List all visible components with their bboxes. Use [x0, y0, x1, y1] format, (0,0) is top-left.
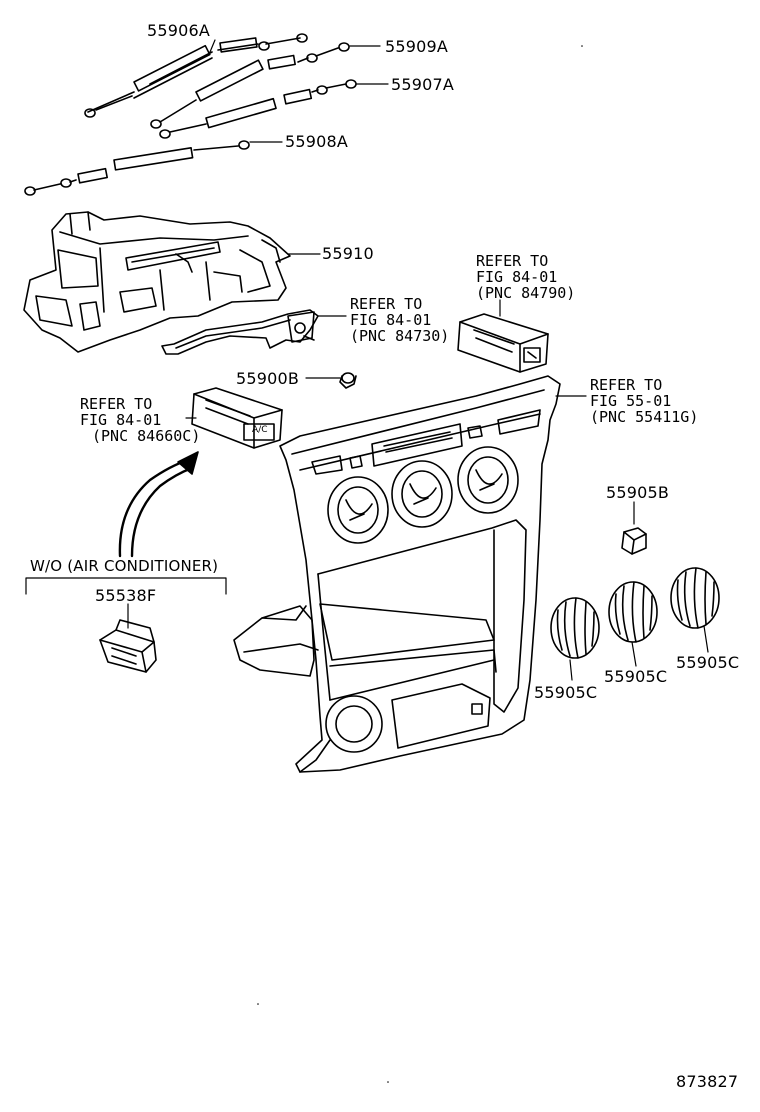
reference-note-84730: REFER TO FIG 84-01 (PNC 84730) — [350, 296, 449, 344]
part-label-55908A: 55908A — [285, 132, 349, 151]
reference-line: FIG 55-01 — [590, 392, 672, 410]
variant-label: W/O (AIR CONDITIONER) — [30, 557, 219, 575]
part-label-55907A: 55907A — [391, 75, 455, 94]
part-label-55905C-right: 55905C — [676, 653, 740, 672]
switch-84790 — [457, 313, 549, 373]
reference-line: REFER TO — [350, 295, 423, 313]
cable-55906A — [84, 33, 308, 118]
reference-line: (PNC 84790) — [476, 284, 576, 302]
reference-note-84660C: REFER TO FIG 84-01 (PNC 84660C) — [80, 396, 200, 444]
switch-84660C — [185, 387, 283, 449]
reference-line: REFER TO — [476, 252, 549, 270]
reference-line: (PNC 84730) — [350, 327, 450, 345]
switch-55538F — [99, 619, 157, 673]
reference-line: FIG 84-01 — [350, 311, 432, 329]
ac-switch-marking: A/C — [252, 425, 268, 435]
reference-note-55411G: REFER TO FIG 55-01 (PNC 55411G) — [590, 377, 698, 425]
reference-line: (PNC 84660C) — [92, 427, 201, 445]
part-label-55905C-left: 55905C — [534, 683, 598, 702]
reference-line: REFER TO — [590, 376, 663, 394]
diagram-number: 873827 — [676, 1072, 739, 1091]
knob-55905C-middle — [608, 581, 658, 667]
part-label-55900B: 55900B — [236, 369, 300, 388]
clip-55900B — [305, 372, 357, 389]
part-label-55905C-middle: 55905C — [604, 667, 668, 686]
reference-note-84790: REFER TO FIG 84-01 (PNC 84790) — [476, 253, 575, 301]
part-label-55910: 55910 — [322, 244, 374, 263]
part-label-55909A: 55909A — [385, 37, 449, 56]
reference-line: FIG 84-01 — [80, 411, 162, 429]
knob-55905B — [621, 501, 647, 555]
part-label-55906A: 55906A — [147, 21, 211, 40]
reference-line: FIG 84-01 — [476, 268, 558, 286]
cable-55908A — [24, 140, 250, 196]
cable-55907A — [159, 79, 357, 139]
heater-control-assembly — [23, 211, 291, 353]
reference-line: (PNC 55411G) — [590, 408, 699, 426]
reference-line: REFER TO — [80, 395, 153, 413]
cluster-finish-panel — [279, 375, 561, 773]
linkage-bracket — [161, 309, 319, 355]
reference-arrow — [118, 451, 199, 558]
part-label-55538F: 55538F — [95, 586, 157, 605]
part-label-55905B: 55905B — [606, 483, 670, 502]
cable-55909A — [150, 42, 350, 129]
knob-55905C-left — [550, 597, 600, 681]
knob-55905C-right — [670, 567, 720, 653]
storage-box — [233, 603, 497, 677]
